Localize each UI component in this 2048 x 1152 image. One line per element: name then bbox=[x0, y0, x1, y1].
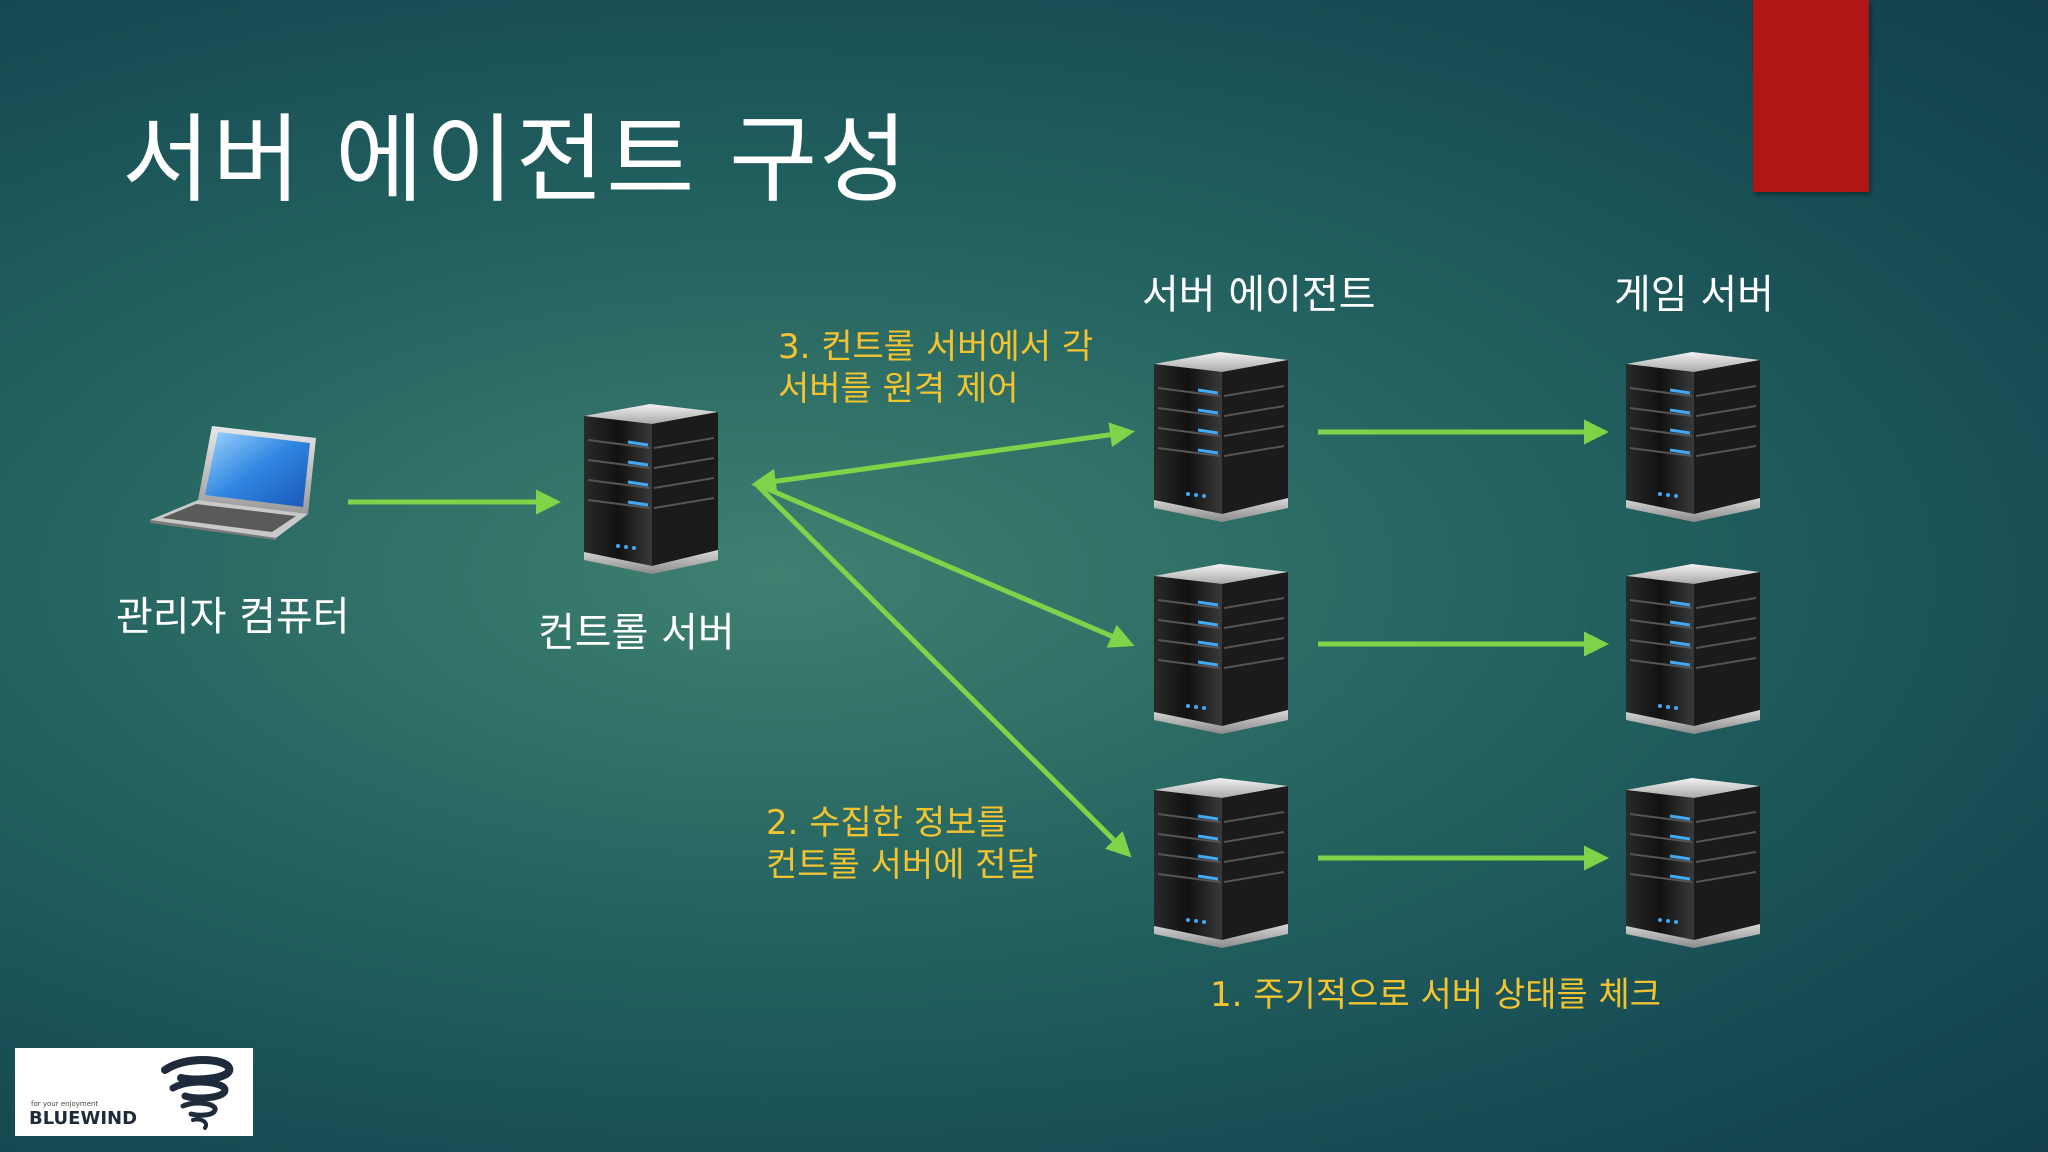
laptop-icon bbox=[146, 424, 322, 544]
step2-note: 2. 수집한 정보를 컨트롤 서버에 전달 bbox=[766, 802, 1038, 886]
step1-note: 1. 주기적으로 서버 상태를 체크 bbox=[1210, 975, 1662, 1015]
admin-pc-label: 관리자 컴퓨터 bbox=[116, 594, 350, 640]
slide-title: 서버 에이전트 구성 bbox=[122, 104, 910, 216]
logo-tagline: for your enjoyment bbox=[31, 1100, 98, 1108]
step3-note: 3. 컨트롤 서버에서 각 서버를 원격 제어 bbox=[778, 326, 1093, 410]
accent-tab bbox=[1753, 0, 1869, 192]
server-agent-3-icon bbox=[1148, 778, 1290, 952]
game-server-label: 게임 서버 bbox=[1614, 272, 1774, 318]
server-icon bbox=[1154, 564, 1288, 734]
server-icon bbox=[1626, 564, 1760, 734]
bluewind-logo: for your enjoyment BLUEWIND bbox=[15, 1048, 253, 1136]
arrow-control-to-agent-3 bbox=[754, 482, 1132, 858]
game-server-1-icon bbox=[1620, 352, 1762, 526]
control-server-label: 컨트롤 서버 bbox=[538, 610, 735, 656]
server-icon bbox=[1626, 778, 1760, 948]
logo-name: BLUEWIND bbox=[29, 1108, 137, 1129]
game-server-2-icon bbox=[1620, 564, 1762, 738]
arrow-control-to-agent-2 bbox=[755, 481, 1135, 648]
server-icon bbox=[1154, 778, 1288, 948]
server-agent-label: 서버 에이전트 bbox=[1142, 272, 1376, 318]
step3-line1: 3. 컨트롤 서버에서 각 bbox=[778, 327, 1094, 367]
game-server-3-icon bbox=[1620, 778, 1762, 952]
server-agent-1-icon bbox=[1148, 352, 1290, 526]
step3-line2: 서버를 원격 제어 bbox=[778, 369, 1019, 409]
arrow-control-to-agent-1 bbox=[751, 422, 1135, 494]
step2-line2: 컨트롤 서버에 전달 bbox=[766, 845, 1038, 885]
server-icon bbox=[1626, 352, 1760, 522]
server-icon bbox=[1154, 352, 1288, 522]
control-server-icon bbox=[578, 404, 720, 578]
step2-line1: 2. 수집한 정보를 bbox=[766, 803, 1008, 843]
server-icon bbox=[584, 404, 718, 574]
server-agent-2-icon bbox=[1148, 564, 1290, 738]
